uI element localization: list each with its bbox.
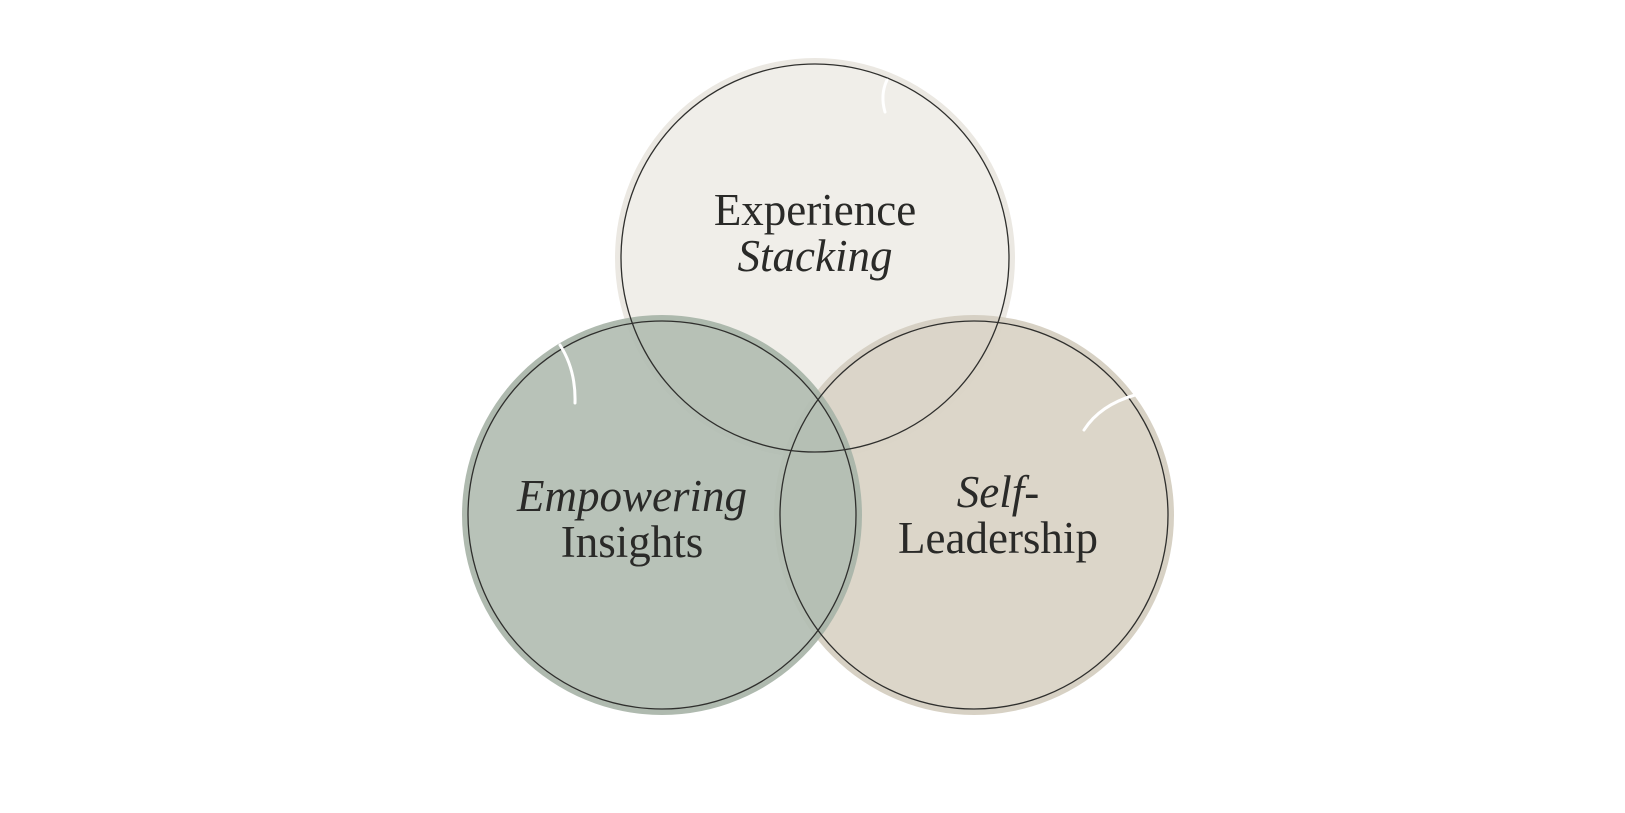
outline-top — [620, 63, 1010, 453]
label-line-1: Self- — [956, 467, 1040, 517]
label-line-2: Insights — [560, 517, 704, 567]
label-line-1: Experience — [713, 185, 917, 235]
label-line-2: Leadership — [898, 513, 1098, 563]
label-experience-stacking: Experience Stacking — [635, 187, 995, 279]
circle-self-leadership — [774, 315, 1174, 715]
circle-outlines — [467, 63, 1169, 710]
outline-left — [467, 320, 857, 710]
label-self-leadership: Self- Leadership — [818, 469, 1178, 561]
arc-top — [881, 78, 889, 114]
decorative-arcs — [558, 78, 1137, 432]
circle-empowering-insights — [462, 315, 862, 715]
arc-left — [558, 343, 577, 405]
label-empowering-insights: Empowering Insights — [452, 473, 812, 565]
label-line-2: Stacking — [737, 231, 893, 281]
label-line-1: Empowering — [517, 471, 747, 521]
arc-right — [1082, 393, 1137, 432]
outline-right — [779, 320, 1169, 710]
